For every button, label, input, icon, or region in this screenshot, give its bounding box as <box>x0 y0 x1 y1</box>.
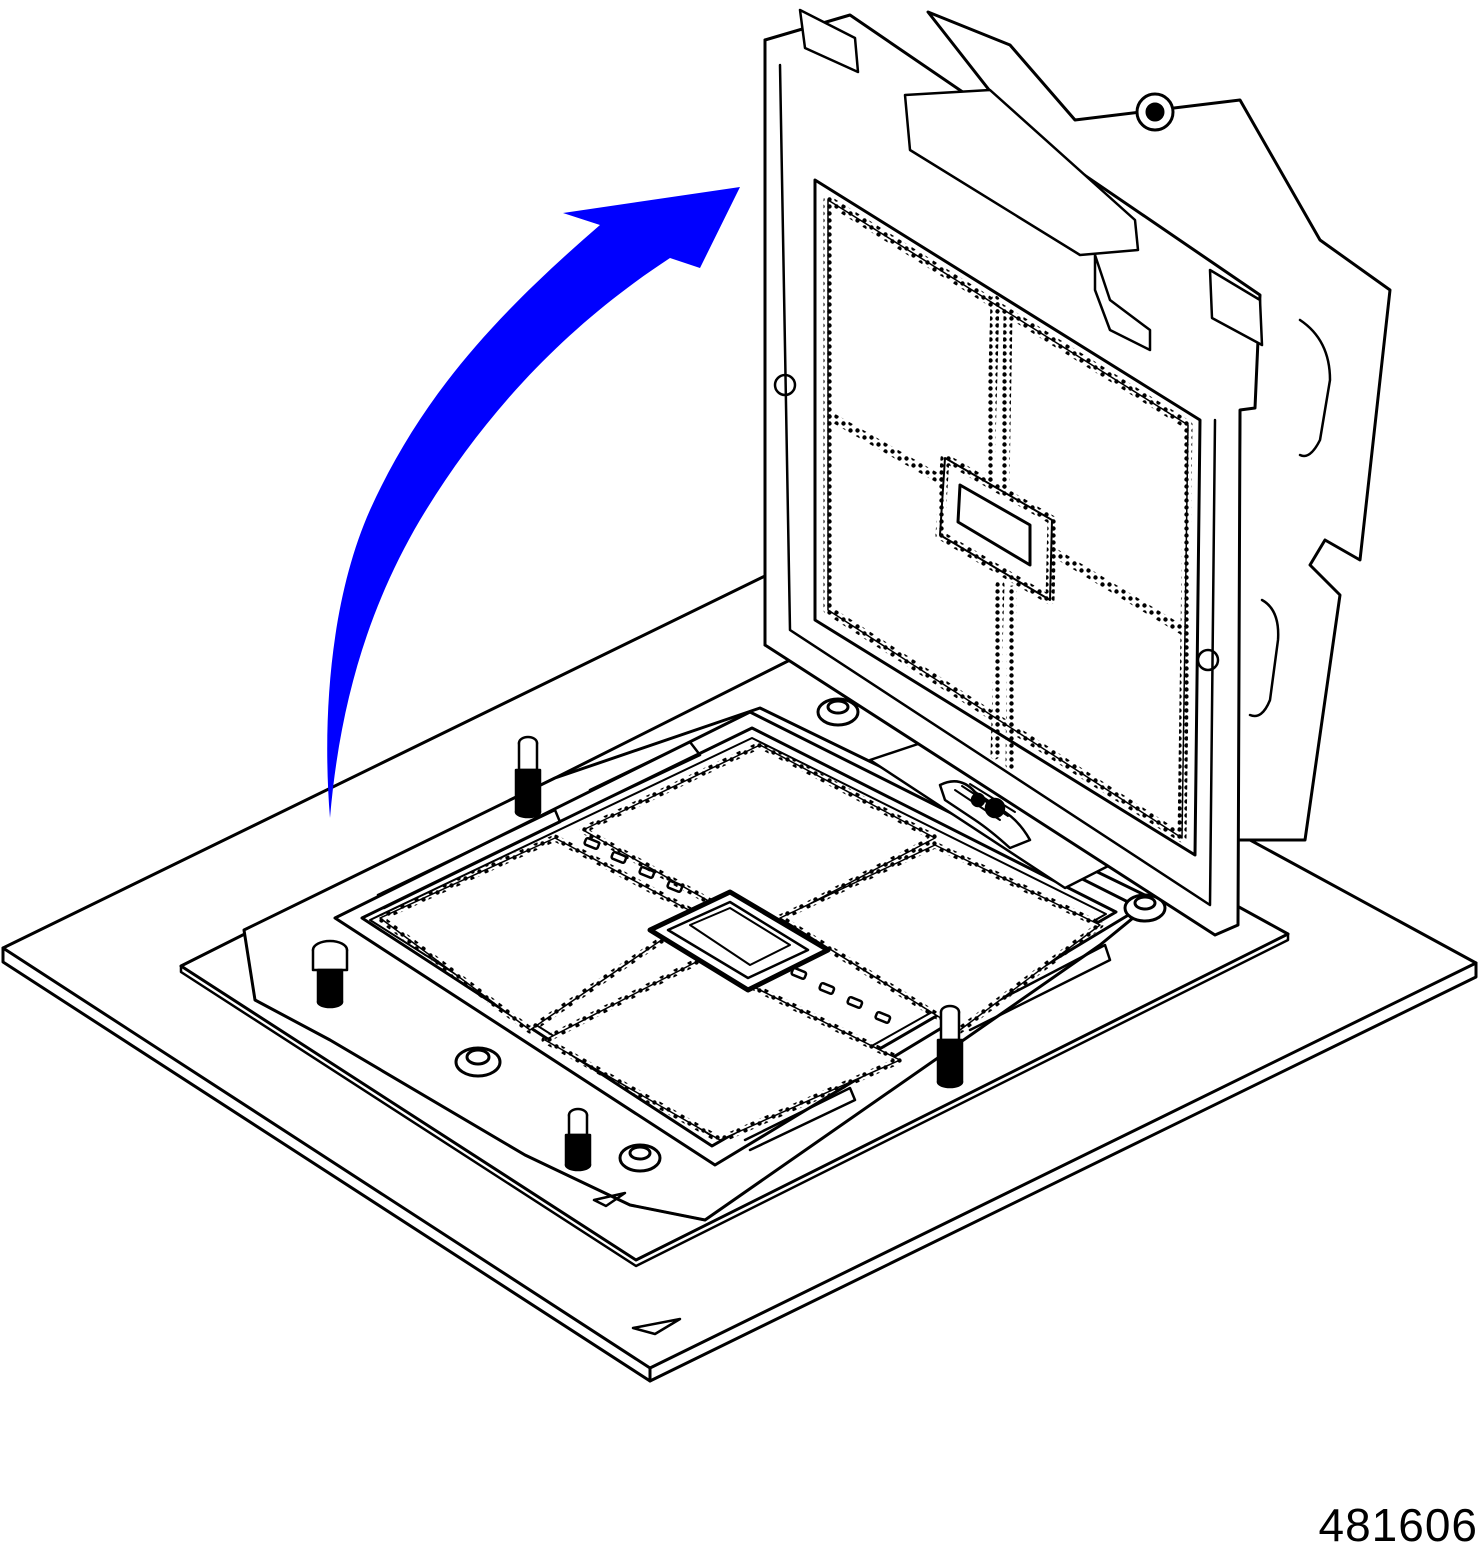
round-nut <box>816 697 860 727</box>
standoff <box>936 1004 964 1089</box>
standoff <box>311 939 349 1009</box>
socket-lid-frame <box>763 8 1392 937</box>
curved-arrow-icon <box>327 187 740 818</box>
round-nut <box>1123 893 1167 923</box>
standoff-screws <box>311 697 1167 1173</box>
round-nut <box>454 1046 502 1078</box>
standoff <box>514 735 542 819</box>
standoff <box>564 1107 592 1172</box>
pin1-triangle-marker <box>631 1317 682 1336</box>
round-nut <box>618 1143 662 1173</box>
socket-pin-field <box>376 741 1104 1144</box>
figure-number: 481606 <box>1318 1499 1478 1551</box>
hinge-mechanism <box>868 738 1122 890</box>
pin1-small-triangle <box>592 1191 627 1208</box>
